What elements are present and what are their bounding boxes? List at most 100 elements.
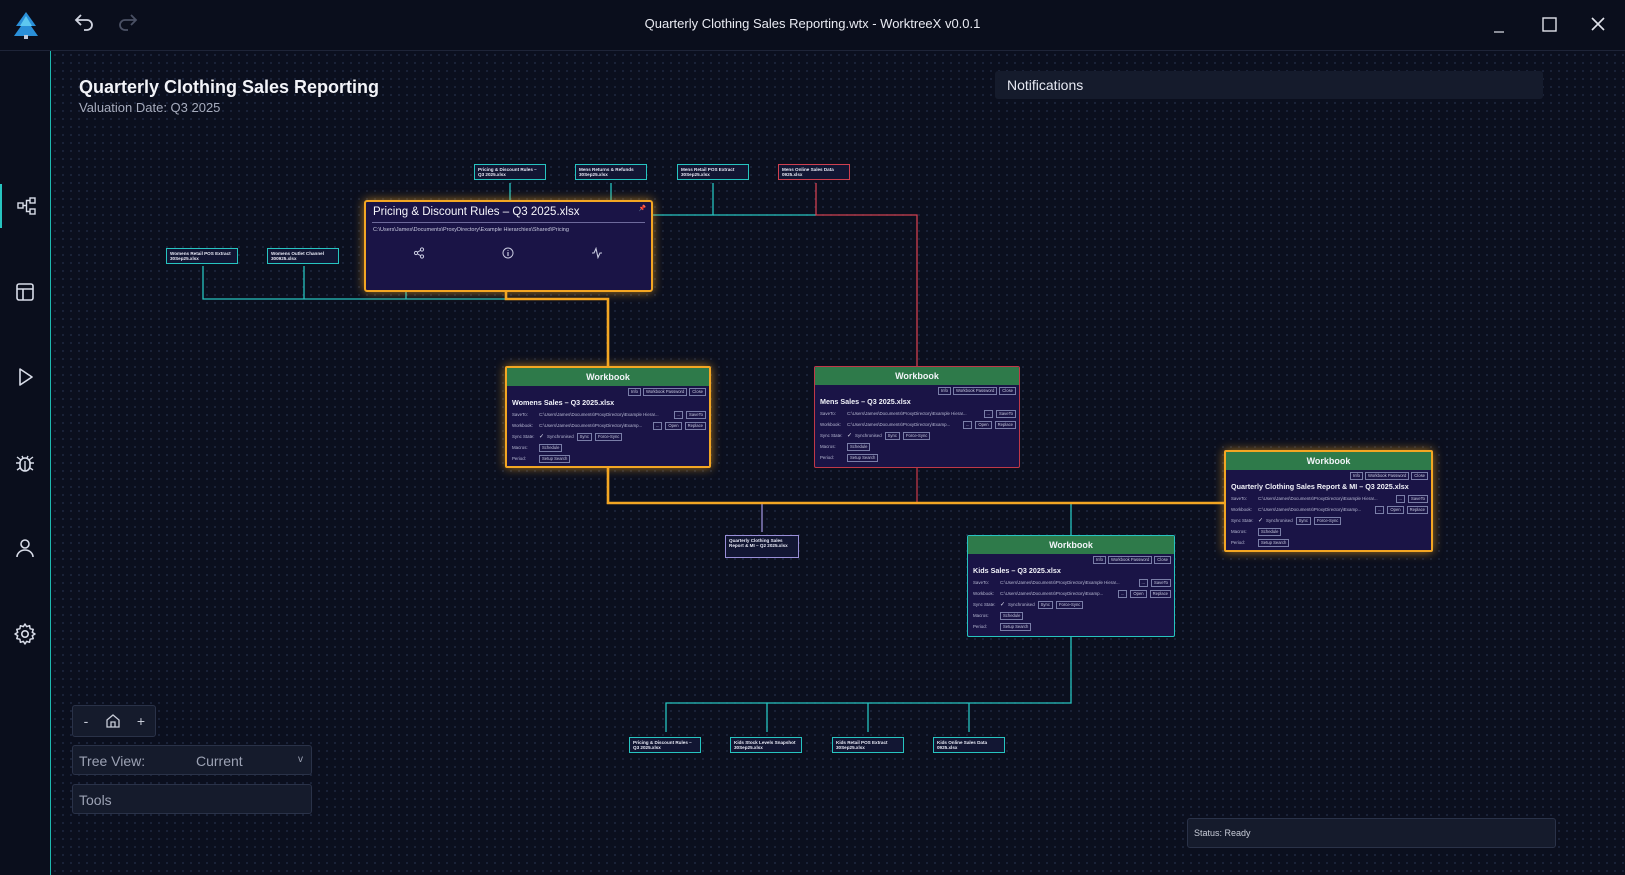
tree-canvas[interactable]: Quarterly Clothing Sales Reporting Valua…: [51, 51, 1625, 875]
schedule-button[interactable]: Schedule: [847, 442, 871, 451]
source-node[interactable]: Pricing & Discount Rules – Q3 2025.xlsx: [474, 164, 546, 180]
setup-search-button[interactable]: Setup Search: [539, 454, 571, 463]
open-button[interactable]: Open: [665, 421, 682, 430]
sidebar-item-table[interactable]: [0, 270, 50, 314]
undo-icon[interactable]: [70, 11, 98, 39]
close-workbook-button[interactable]: Close: [999, 387, 1016, 395]
workbook-node[interactable]: Workbook Info Workbook Password Close Me…: [814, 366, 1020, 468]
workbook-password-button[interactable]: Workbook Password: [642, 388, 688, 396]
force-sync-button[interactable]: Force-Sync: [1055, 600, 1084, 609]
sync-button[interactable]: Sync: [576, 432, 592, 441]
save-to-button[interactable]: SaveTo: [1408, 494, 1428, 503]
home-icon[interactable]: [102, 710, 124, 732]
redo-icon[interactable]: [114, 11, 142, 39]
pin-icon[interactable]: 📌: [638, 206, 646, 212]
save-to-button[interactable]: SaveTo: [686, 410, 706, 419]
source-node[interactable]: Mens Retail POS Extract 30Sep25.xlsx: [677, 164, 749, 180]
sidebar-item-settings[interactable]: [0, 612, 50, 656]
info-button[interactable]: Info: [627, 388, 641, 396]
sidebar-item-tree[interactable]: [0, 184, 52, 228]
open-button[interactable]: Open: [1387, 505, 1404, 514]
workbook-password-button[interactable]: Workbook Password: [952, 387, 998, 395]
source-node[interactable]: Womens Outlet Channel 300925.xlsx: [267, 248, 339, 264]
browse-button[interactable]: ...: [1395, 494, 1406, 503]
replace-button[interactable]: Replace: [994, 420, 1016, 429]
source-node[interactable]: Kids Stock Levels Snapshot 30Sep25.xlsx: [730, 737, 802, 753]
browse-button[interactable]: ...: [983, 409, 994, 418]
replace-button[interactable]: Replace: [684, 421, 706, 430]
zoom-in-button[interactable]: +: [136, 713, 146, 729]
close-workbook-button[interactable]: Close: [689, 388, 706, 396]
source-node[interactable]: Mens Returns & Refunds 30Sep25.xlsx: [575, 164, 647, 180]
schedule-button[interactable]: Schedule: [1258, 527, 1282, 536]
info-button[interactable]: Info: [1092, 556, 1106, 564]
sidebar-item-run[interactable]: [0, 355, 50, 399]
workbook-header: Workbook: [1226, 452, 1431, 470]
browse-button[interactable]: ...: [1374, 505, 1385, 514]
close-icon[interactable]: [1581, 12, 1615, 38]
schedule-button[interactable]: Schedule: [539, 443, 563, 452]
sync-state-value: Synchronised: [1266, 518, 1293, 523]
period-label: Period:: [512, 456, 526, 461]
tools-panel[interactable]: Tools: [72, 784, 312, 814]
source-node[interactable]: Kids Online Sales Data 0925.xlsx: [933, 737, 1005, 753]
maximize-icon[interactable]: [1532, 12, 1566, 38]
save-to-button[interactable]: SaveTo: [996, 409, 1016, 418]
minimize-icon[interactable]: [1482, 12, 1516, 38]
sync-state-value: Synchronised: [1008, 602, 1035, 607]
close-workbook-button[interactable]: Close: [1411, 472, 1428, 480]
period-label: Period:: [1231, 540, 1245, 545]
replace-button[interactable]: Replace: [1406, 505, 1428, 514]
close-workbook-button[interactable]: Close: [1154, 556, 1171, 564]
workbook-node[interactable]: Workbook Info Workbook Password Close Qu…: [1224, 450, 1433, 552]
source-node[interactable]: Quarterly Clothing Sales Report & MI – Q…: [725, 535, 799, 558]
force-sync-button[interactable]: Force-Sync: [594, 432, 623, 441]
zoom-out-button[interactable]: -: [83, 713, 89, 729]
play-icon: [19, 368, 33, 386]
workbook-name: Kids Sales – Q3 2025.xlsx: [973, 566, 1061, 575]
info-icon[interactable]: [501, 247, 515, 261]
zoom-controls: - +: [72, 705, 156, 737]
browse-button[interactable]: ...: [1138, 578, 1149, 587]
workbook-header: Workbook: [968, 536, 1174, 554]
tree-icon: [17, 197, 36, 215]
browse-button[interactable]: ...: [1117, 589, 1128, 598]
open-button[interactable]: Open: [975, 420, 992, 429]
user-icon: [16, 539, 34, 558]
notifications-panel[interactable]: Notifications: [995, 71, 1543, 99]
workbook-password-button[interactable]: Workbook Password: [1107, 556, 1153, 564]
save-to-label: SaveTo:: [1231, 496, 1247, 501]
info-button[interactable]: Info: [1349, 472, 1363, 480]
source-node[interactable]: Pricing & Discount Rules – Q3 2025.xlsx: [629, 737, 701, 753]
browse-button[interactable]: ...: [673, 410, 684, 419]
setup-search-button[interactable]: Setup Search: [1000, 622, 1032, 631]
schedule-button[interactable]: Schedule: [1000, 611, 1024, 620]
workbook-node[interactable]: Workbook Info Workbook Password Close Wo…: [505, 366, 711, 468]
tree-view-select[interactable]: Tree View: Current v: [72, 745, 312, 775]
source-node[interactable]: Womens Retail POS Extract 30Sep25.xlsx: [166, 248, 238, 264]
source-node[interactable]: Kids Retail POS Extract 30Sep25.xlsx: [832, 737, 904, 753]
replace-button[interactable]: Replace: [1149, 589, 1171, 598]
open-button[interactable]: Open: [1130, 589, 1147, 598]
sync-button[interactable]: Sync: [884, 431, 900, 440]
setup-search-button[interactable]: Setup Search: [847, 453, 879, 462]
sync-state-value: Synchronised: [547, 434, 574, 439]
sync-button[interactable]: Sync: [1295, 516, 1311, 525]
setup-search-button[interactable]: Setup Search: [1258, 538, 1290, 547]
workbook-node[interactable]: Workbook Info Workbook Password Close Ki…: [967, 535, 1175, 637]
force-sync-button[interactable]: Force-Sync: [902, 431, 931, 440]
save-to-button[interactable]: SaveTo: [1151, 578, 1171, 587]
tree-view-label: Tree View:: [79, 753, 146, 769]
activity-icon[interactable]: [590, 246, 604, 261]
sync-button[interactable]: Sync: [1037, 600, 1053, 609]
selected-node[interactable]: Pricing & Discount Rules – Q3 2025.xlsx …: [364, 200, 653, 292]
source-node[interactable]: Mens Online Sales Data 0925.xlsx: [778, 164, 850, 180]
sidebar-item-user[interactable]: [0, 526, 50, 570]
sidebar-item-debug[interactable]: [0, 441, 50, 485]
share-icon[interactable]: [412, 247, 426, 261]
workbook-password-button[interactable]: Workbook Password: [1364, 472, 1410, 480]
browse-button[interactable]: ...: [652, 421, 663, 430]
browse-button[interactable]: ...: [962, 420, 973, 429]
info-button[interactable]: Info: [937, 387, 951, 395]
force-sync-button[interactable]: Force-Sync: [1313, 516, 1342, 525]
